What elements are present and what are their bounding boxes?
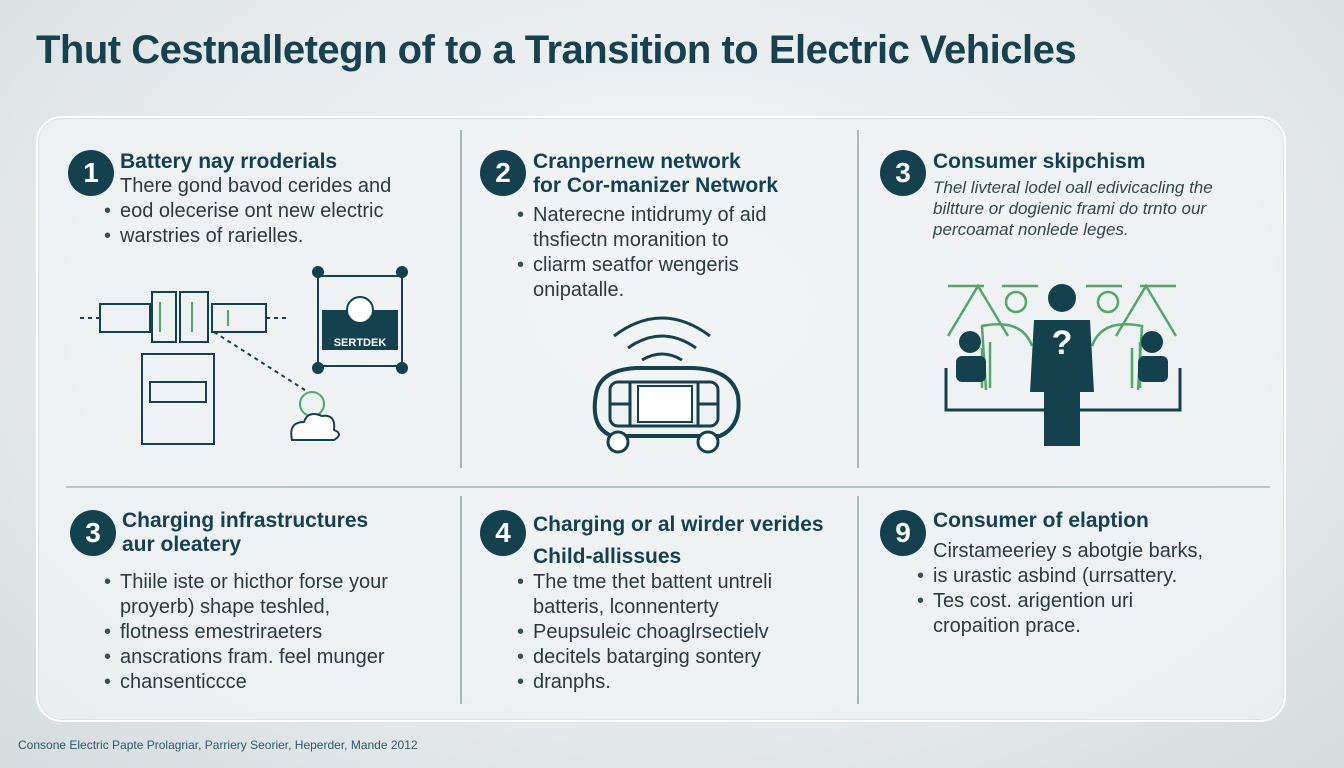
divider-vertical-2 — [857, 130, 859, 468]
heading-line: Consumer of elaption — [933, 509, 1149, 532]
body-line: Tes cost. arigention uri — [917, 589, 1203, 614]
page-title: Thut Cestnalletegn of to a Transition to… — [36, 28, 1077, 72]
sign-label: SERTDEK — [334, 337, 387, 349]
body-line: anscrations fram. feel munger — [104, 645, 388, 670]
step-number-3: 3 — [880, 150, 926, 196]
heading-line: Child-allissues — [533, 545, 682, 568]
body-line: decitels batarging sontery — [517, 645, 772, 670]
divider-vertical-4 — [857, 496, 859, 704]
step-number-2: 2 — [480, 150, 526, 196]
cell-3-heading: Consumer skipchism — [933, 150, 1145, 174]
heading-line: Consumer skipchism — [933, 150, 1146, 173]
heading-line: Battery nay rroderials — [120, 150, 338, 173]
divider-horizontal — [66, 486, 1270, 488]
consumer-group-icon: ? — [944, 283, 1182, 446]
question-mark-icon: ? — [1052, 324, 1073, 362]
body-line: Peupsuleic choaglrsectielv — [517, 620, 772, 645]
body-line: biltture or dogienic frami do trnto our — [933, 199, 1207, 218]
step-number-6: 9 — [880, 510, 926, 556]
cell-4-body: Thiile iste or hicthor forse your proyer… — [104, 570, 388, 695]
cell-1-heading: Battery nay rroderials — [120, 150, 337, 174]
cell-3-body: Thel livteral lodel oall edivicacling th… — [933, 177, 1213, 240]
body-line: cropaition prace. — [933, 615, 1081, 637]
body-line: Cirstameeriey s abotgie barks, — [933, 540, 1204, 562]
divider-vertical-1 — [460, 130, 462, 468]
body-line: warstries of rarielles. — [104, 224, 391, 249]
body-line: chansenticcce — [104, 670, 388, 695]
cell-5-heading: Charging or al wirder verides Child-alli… — [533, 509, 824, 573]
heading-line: aur oleatery — [122, 533, 242, 556]
body-line: Thel livteral lodel oall edivicacling th… — [933, 178, 1213, 197]
body-line: Naterecne intidrumy of aid — [517, 203, 766, 228]
connected-car-icon — [592, 316, 741, 454]
cell-5-body: The tme thet battent untreli batteris, l… — [517, 570, 772, 695]
body-line: proyerb) shape teshled, — [120, 596, 331, 618]
heading-line: Charging or al wirder verides — [533, 513, 824, 536]
body-line: The tme thet battent untreli — [517, 570, 772, 595]
body-line: batteris, lconnenterty — [533, 596, 719, 618]
cell-6-heading: Consumer of elaption — [933, 509, 1149, 533]
body-line: thsfiectn moranition to — [533, 229, 729, 251]
battery-diagram-icon: SERTDEK — [80, 266, 408, 445]
body-line: is urastic asbind (urrsattery. — [917, 564, 1203, 589]
step-number-5: 4 — [480, 510, 526, 556]
step-number-4: 3 — [70, 510, 116, 556]
divider-vertical-3 — [460, 496, 462, 704]
cell-4-heading: Charging infrastructures aur oleatery — [122, 509, 368, 557]
cell-1-body: There gond bavod cerides and eod oleceri… — [104, 174, 392, 249]
body-line: percoamat nonlede leges. — [933, 220, 1129, 239]
body-line: eod olecerise ont new electric — [104, 199, 391, 224]
body-line: cliarm seatfor wengeris — [517, 253, 766, 278]
heading-line: for Cor-manizer Network — [533, 174, 779, 197]
body-line: flotness emestriraeters — [104, 620, 388, 645]
cell-2-heading: Cranpernew network for Cor-manizer Netwo… — [533, 150, 778, 198]
body-line: dranphs. — [517, 670, 772, 695]
heading-line: Charging infrastructures — [122, 509, 369, 532]
body-line: There gond bavod cerides and — [120, 175, 392, 197]
footer-credit: Consone Electric Papte Prolagriar, Parri… — [18, 738, 418, 752]
cell-2-body: Naterecne intidrumy of aid thsfiectn mor… — [517, 203, 766, 303]
body-line: Thiile iste or hicthor forse your — [104, 570, 388, 595]
step-number-1: 1 — [68, 150, 114, 196]
body-line: onipatalle. — [533, 279, 625, 301]
heading-line: Cranpernew network — [533, 150, 741, 173]
cell-6-body: Cirstameeriey s abotgie barks, is urasti… — [917, 539, 1204, 639]
